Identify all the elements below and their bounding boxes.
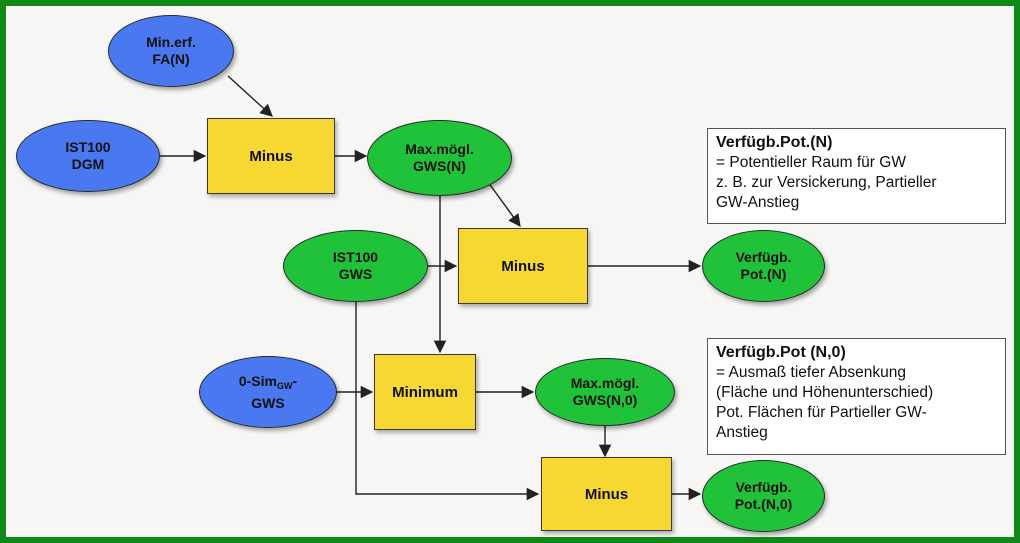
- node-verfuegb-pot-n-line2: Pot.(N): [740, 266, 787, 282]
- node-max-moegl-gws-n0-line2: GWS(N,0): [572, 392, 638, 408]
- node-min-erf-fa: Min.erf.FA(N): [108, 15, 234, 87]
- node-max-moegl-gws-n: Max.mögl.GWS(N): [367, 120, 512, 196]
- note-verfuegb-pot-n0-line: (Fläche und Höhenunterschied): [716, 384, 934, 401]
- node-sim-gws-line2: GWS: [251, 394, 285, 411]
- node-max-moegl-gws-n-line1: Max.mögl.: [405, 141, 474, 157]
- arrow-maxgws-to-minus2: [487, 181, 521, 228]
- node-minus-2-label: Minus: [501, 257, 545, 275]
- node-verfuegb-pot-n: Verfügb.Pot.(N): [702, 230, 825, 302]
- node-verfuegb-pot-n-line1: Verfügb.: [735, 249, 792, 265]
- node-minus-3: Minus: [541, 457, 672, 531]
- note-verfuegb-pot-n0-title: Verfügb.Pot (N,0): [716, 344, 846, 361]
- node-sim-gws-prefix: 0-Sim: [238, 372, 277, 389]
- note-verfuegb-pot-n-line: z. B. zur Versickerung, Partieller: [716, 174, 937, 191]
- node-minus-2: Minus: [458, 228, 588, 304]
- node-sim-gws-suffix: -: [292, 372, 298, 389]
- node-ist100-dgm-line1: IST100: [65, 139, 111, 155]
- node-minimum: Minimum: [374, 354, 476, 430]
- node-ist100-gws-line2: GWS: [338, 266, 373, 282]
- node-ist100-gws-line1: IST100: [332, 249, 379, 265]
- note-verfuegb-pot-n0-line: Anstieg: [716, 424, 768, 441]
- node-minus-1: Minus: [207, 118, 335, 194]
- note-verfuegb-pot-n0-line: Pot. Flächen für Partieller GW-: [716, 404, 927, 421]
- node-min-erf-fa-line1: Min.erf.: [146, 34, 196, 50]
- node-ist100-dgm-line2: DGM: [71, 156, 105, 172]
- node-verfuegb-pot-n0-line1: Verfügb.: [735, 479, 792, 495]
- node-minus-3-label: Minus: [584, 485, 629, 503]
- note-verfuegb-pot-n: Verfügb.Pot.(N) = Potentieller Raum für …: [707, 128, 1006, 224]
- node-min-erf-fa-line2: FA(N): [152, 51, 190, 67]
- arrow-istgws-to-minus3: [355, 300, 540, 501]
- node-sim-gws-subscript: GW: [276, 380, 293, 391]
- note-verfuegb-pot-n-title: Verfügb.Pot.(N): [716, 134, 833, 151]
- node-max-moegl-gws-n0: Max.mögl.GWS(N,0): [535, 358, 675, 426]
- node-minus-1-label: Minus: [249, 147, 293, 165]
- note-verfuegb-pot-n-line: GW-Anstieg: [716, 194, 800, 211]
- node-max-moegl-gws-n0-line1: Max.mögl.: [570, 375, 640, 391]
- node-verfuegb-pot-n0-line2: Pot.(N,0): [734, 496, 793, 512]
- note-verfuegb-pot-n0: Verfügb.Pot (N,0) = Ausmaß tiefer Absenk…: [707, 338, 1006, 455]
- node-minimum-label: Minimum: [392, 383, 458, 401]
- node-max-moegl-gws-n-line2: GWS(N): [413, 158, 466, 174]
- note-verfuegb-pot-n-line: = Potentieller Raum für GW: [716, 154, 906, 171]
- note-verfuegb-pot-n0-line: = Ausmaß tiefer Absenkung: [716, 364, 906, 381]
- node-sim-gws: 0-SimGW- GWS: [199, 356, 337, 428]
- node-verfuegb-pot-n0: Verfügb.Pot.(N,0): [702, 460, 825, 532]
- arrow-minerf-to-minus1: [227, 75, 273, 117]
